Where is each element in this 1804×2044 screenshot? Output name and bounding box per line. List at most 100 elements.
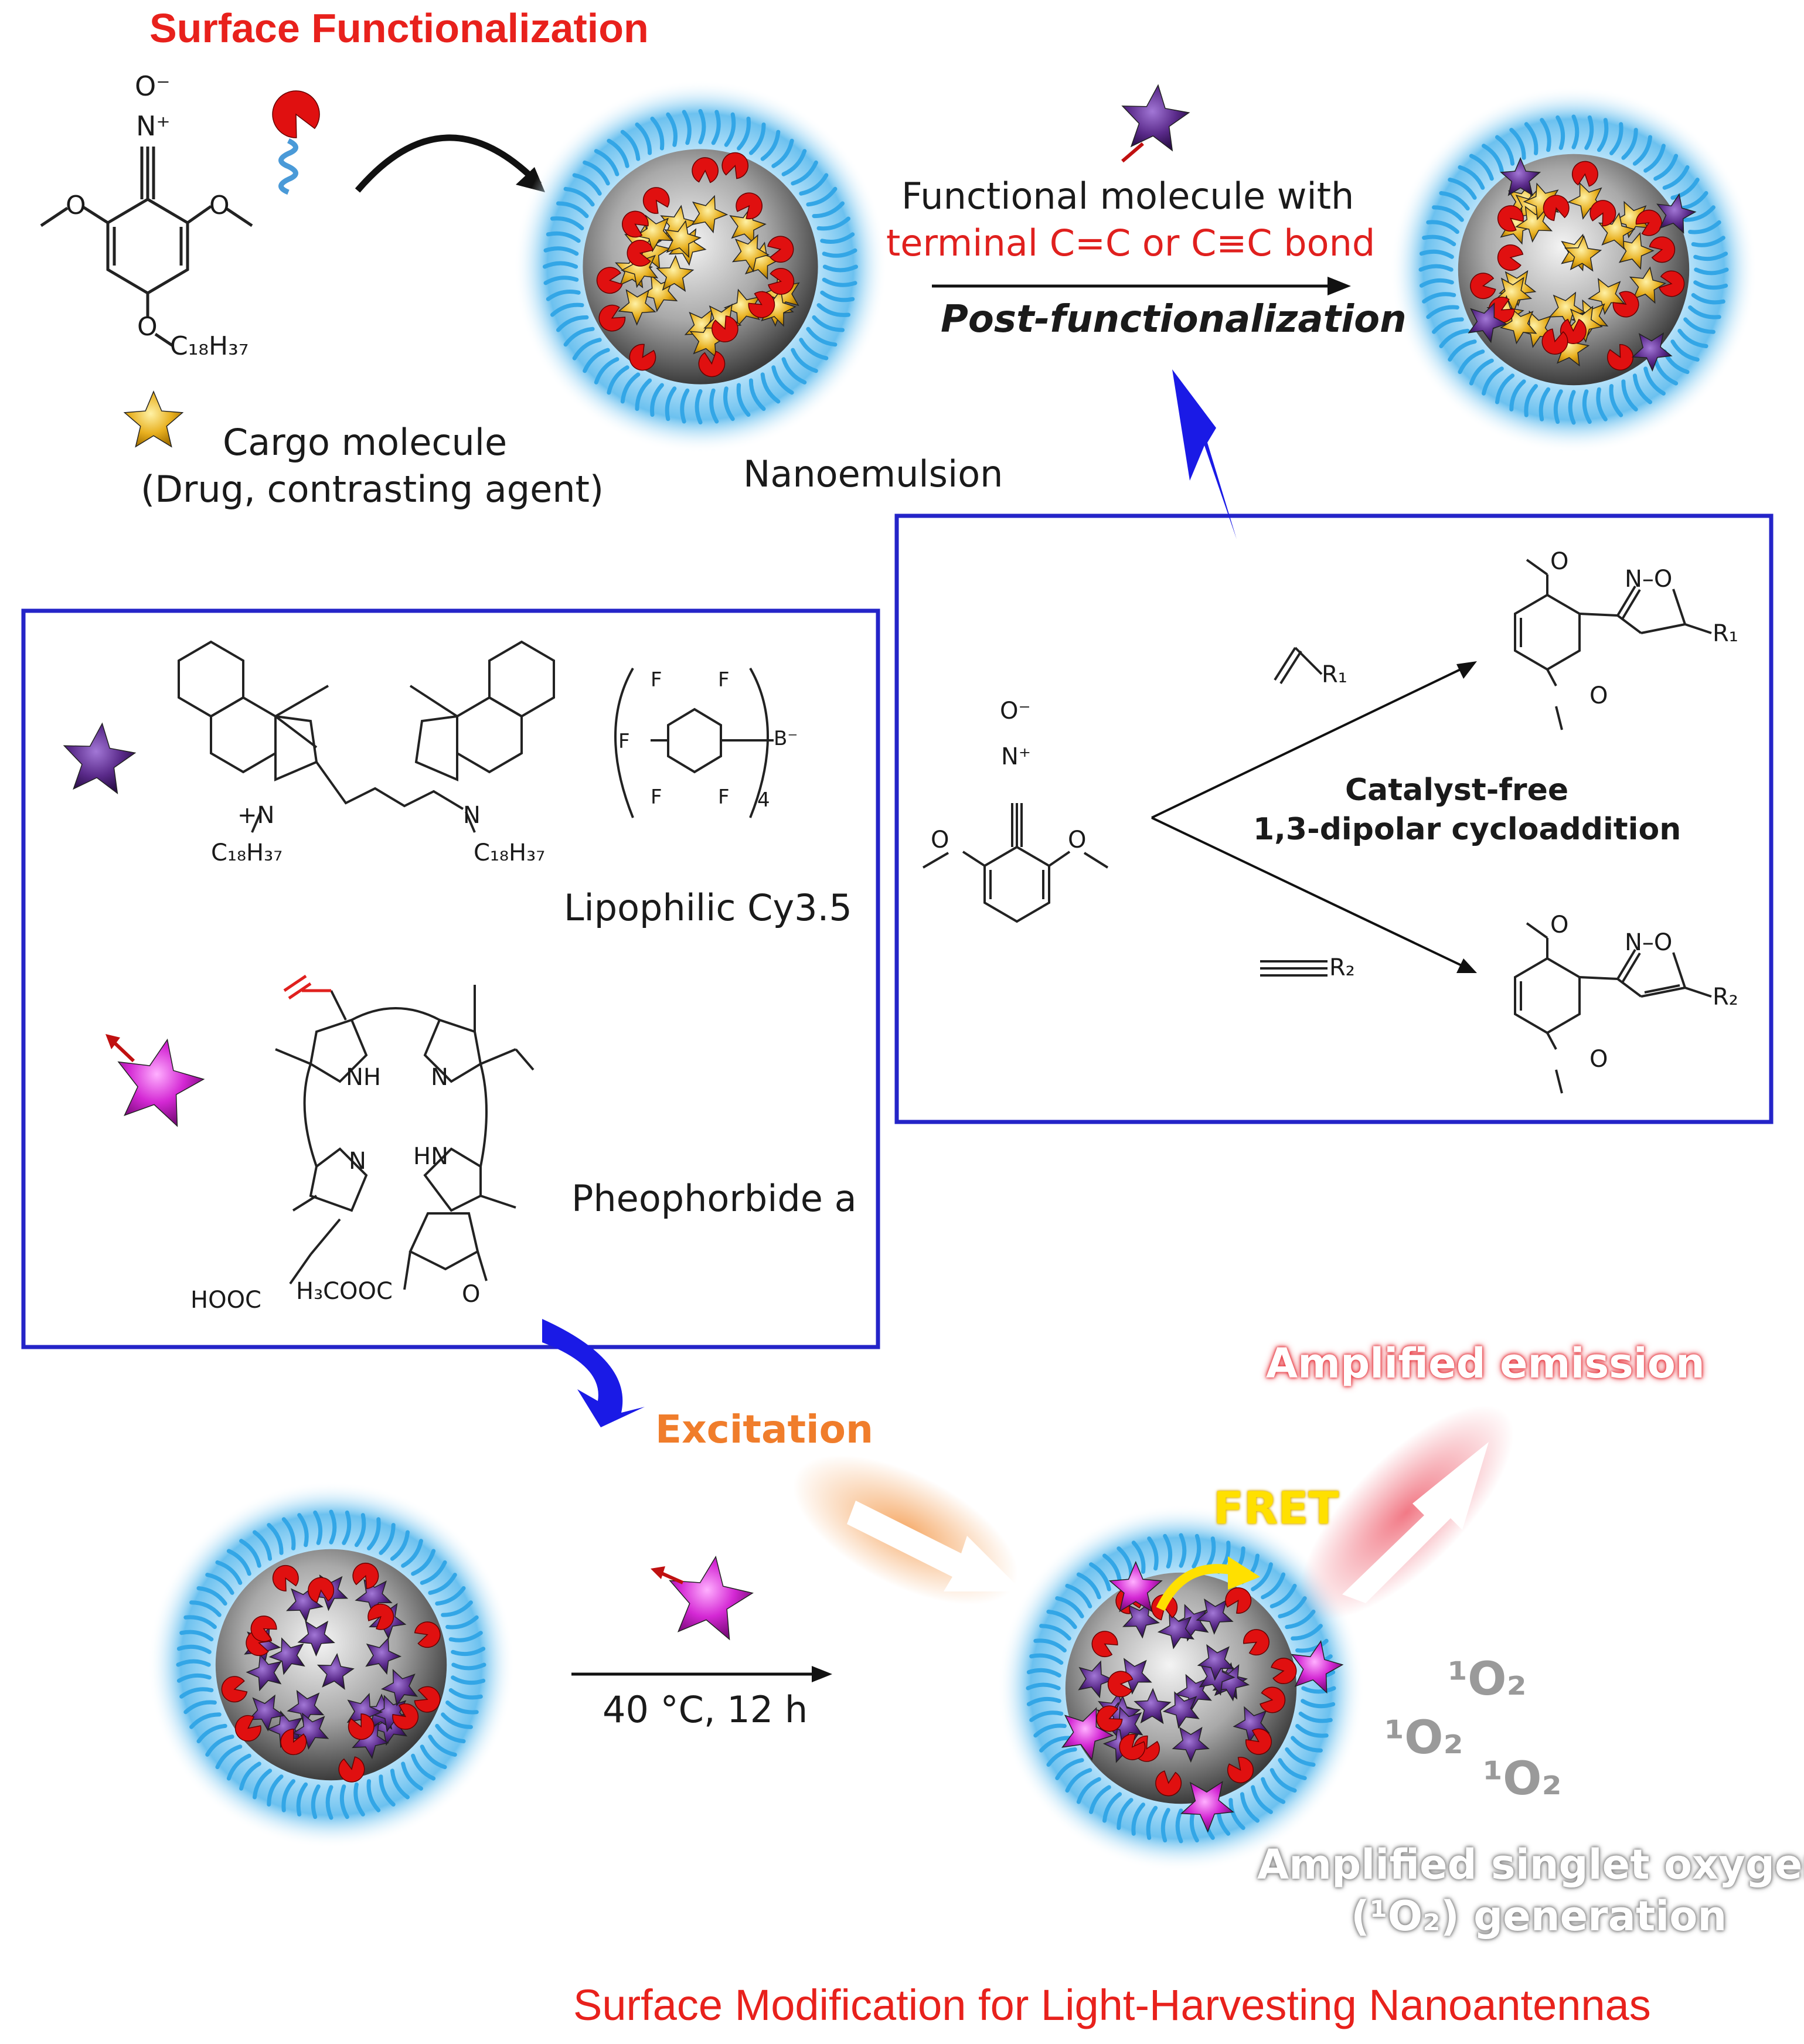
nanoantenna-ligand <box>1091 1631 1118 1658</box>
cargo-label-line2: (Drug, contrasting agent) <box>141 468 604 511</box>
fret-label: FRET <box>1213 1482 1339 1534</box>
emission-arrow <box>1342 1442 1489 1603</box>
chem-label-o-p1-top: O <box>1550 548 1569 575</box>
nanoemulsion-ligand <box>736 192 763 220</box>
chem-label-o-bottom-top: O <box>137 312 158 342</box>
cy35-nanoemulsion-ligand <box>367 1603 394 1630</box>
nanoantenna-ligand <box>1260 1686 1286 1713</box>
cy35-nanoemulsion-ligand <box>338 1756 365 1783</box>
cy35-nanoemulsion-ligand <box>280 1729 307 1756</box>
blue-curved-arrow-down <box>542 1319 645 1427</box>
chem-label-o-p1-bottom: O <box>1589 682 1608 709</box>
chem-label-r1-p1: R₁ <box>1713 620 1738 647</box>
particles-layer <box>63 80 1758 1872</box>
reaction-arrow-down <box>1151 817 1466 968</box>
functionalized-nanoemulsion-surface-star <box>1631 332 1673 372</box>
nanoemulsion-cargo-star <box>664 220 702 259</box>
nanoantenna-ligand <box>1271 1658 1297 1684</box>
nanoemulsion-ligand <box>712 315 738 343</box>
nanoantenna-surface-star <box>1061 1707 1114 1761</box>
nanoantenna-surface-star <box>1180 1781 1234 1833</box>
reaction-arrow-up <box>1151 666 1466 819</box>
cy35-nanoemulsion-cargo-star <box>316 1652 355 1690</box>
functionalized-nanoemulsion-ligand <box>1649 236 1676 263</box>
singlet-oxygen-2: ¹O₂ <box>1384 1712 1463 1764</box>
excitation-label: Excitation <box>655 1407 873 1452</box>
excitation-arrow <box>847 1501 1023 1591</box>
chem-label-n-plus-rxn: N⁺ <box>1001 743 1032 770</box>
reaction-label-line1: Catalyst-free <box>1345 773 1569 808</box>
cargo-label-line1: Cargo molecule <box>223 421 508 464</box>
cargo-star-icon <box>123 390 184 448</box>
nanoantenna-surface-star <box>1108 1560 1163 1613</box>
chem-label-n-pheo-bottom: N <box>349 1148 366 1175</box>
nanoantenna-cargo-star <box>1162 1691 1200 1729</box>
functionalized-nanoemulsion-ligand <box>1497 244 1524 271</box>
nanoantenna-ligand <box>1227 1757 1254 1784</box>
nanoantenna-surface-star <box>1291 1640 1344 1694</box>
functionalized-nanoemulsion-cargo-star <box>1548 291 1587 329</box>
nanoemulsion-ligand <box>767 236 794 263</box>
functionalized-nanoemulsion-ligand <box>1635 209 1662 236</box>
pacman-ligand-icon <box>272 90 320 138</box>
chem-label-o-p2-bottom: O <box>1589 1046 1608 1073</box>
cy35-structure <box>178 640 555 833</box>
nanoemulsion-ligand <box>627 240 653 267</box>
singlet-label-line2: (¹O₂) generation <box>1351 1892 1727 1940</box>
nanoantenna-ligand <box>1243 1629 1270 1656</box>
chem-label-c18h37-cy-left: C₁₈H₃₇ <box>211 839 283 866</box>
fret-arrow <box>1156 1564 1238 1611</box>
borate-structure <box>614 668 774 818</box>
chem-label-f2: F <box>718 668 730 692</box>
chem-label-o-right-rxn: O <box>1068 827 1087 853</box>
functionalized-nanoemulsion-ligand <box>1470 273 1496 300</box>
singlet-oxygen-1: ¹O₂ <box>1448 1653 1527 1706</box>
functionalized-nanoemulsion-ligand <box>1571 161 1598 187</box>
functionalized-nanoemulsion-ligand <box>1589 200 1616 227</box>
reaction-arrow-down-head <box>1456 958 1477 973</box>
functionalized-nanoemulsion-cargo-star <box>1564 235 1602 272</box>
cy35-nanoemulsion-shell <box>176 1509 486 1820</box>
nanoantenna-ligand <box>1119 1733 1146 1760</box>
curved-arrow <box>355 134 542 193</box>
pheo-reagent-star-icon <box>669 1555 754 1641</box>
nanoantenna-cargo-star <box>1233 1706 1270 1744</box>
cy35-nanoemulsion-cargo-star <box>287 1690 325 1727</box>
nanoemulsion-ligand <box>598 304 626 332</box>
nanoemulsion-label: Nanoemulsion <box>743 453 1003 495</box>
pheo-label: Pheophorbide a <box>571 1177 857 1220</box>
nanoantenna-cargo-star <box>1122 1601 1160 1639</box>
nanoantenna-ligand <box>1107 1671 1134 1698</box>
nanoemulsion-ligand <box>596 267 623 294</box>
singlet-oxygen-3: ¹O₂ <box>1483 1753 1562 1805</box>
functionalized-nanoemulsion-shell <box>1418 114 1729 425</box>
cy35-nanoemulsion-ligand <box>352 1562 379 1589</box>
cy35-nanoemulsion-cargo-star <box>268 1637 305 1675</box>
alkene-reagent <box>1274 647 1323 685</box>
functionalized-nanoemulsion-cargo-star <box>1629 266 1667 304</box>
chem-label-n-pheo-top: N <box>431 1064 448 1091</box>
nanoemulsion-cargo-star <box>655 254 695 292</box>
functional-arrow-icon <box>1121 142 1144 163</box>
reaction-nitrile-oxide <box>922 803 1109 923</box>
cy35-nanoemulsion-cargo-star <box>247 1694 285 1732</box>
cy35-nanoemulsion-ligand <box>414 1621 441 1648</box>
chem-label-f1: F <box>651 668 662 692</box>
chem-label-h3cooc: H₃COOC <box>296 1278 393 1305</box>
chem-label-o-keto: O <box>462 1281 481 1308</box>
chem-label-o-minus-top: O⁻ <box>135 70 171 102</box>
chem-label-plus-n: +N <box>237 802 275 829</box>
product-isoxazoline <box>1514 559 1712 730</box>
chem-label-n-cy: N <box>463 802 481 829</box>
nitrile-oxide-structure <box>40 147 253 348</box>
reaction-arrow-up-head <box>1456 661 1477 679</box>
product-isoxazole <box>1514 922 1712 1094</box>
nanoemulsion-ligand <box>721 152 749 179</box>
pheophorbide-structure <box>275 985 535 1290</box>
cy35-label: Lipophilic Cy3.5 <box>564 886 852 929</box>
reaction-label-line2: 1,3-dipolar cycloaddition <box>1253 812 1682 847</box>
chem-label-r2-alkyne: R₂ <box>1329 954 1355 981</box>
dye-box-frame <box>21 608 880 1349</box>
